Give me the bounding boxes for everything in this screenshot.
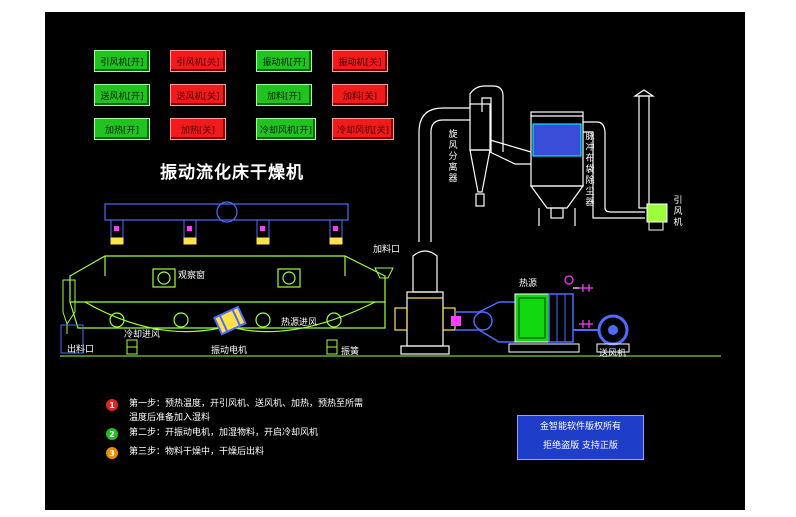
step-2-badge: 2: [106, 428, 118, 440]
dryer-springs: [126, 339, 338, 355]
hot-air-duct: [455, 301, 515, 343]
supply-fan-off-button[interactable]: 送风机[关]: [170, 84, 226, 106]
cooling-fan-off-button[interactable]: 冷却风机[关]: [332, 118, 394, 140]
dryer-exhaust-ports: [110, 219, 343, 245]
heat-exchanger-column: [394, 250, 456, 355]
feed-inlet-label: 加料口: [373, 245, 401, 255]
vibration-motor-off-button[interactable]: 振动机[关]: [332, 50, 388, 72]
step-1-text: 第一步：预热温度，开引风机、送风机、加热，预热至所需 温度后准备加入湿料: [129, 399, 364, 423]
dryer-top-beam: [104, 201, 349, 223]
hot-air-inlet-label: 热源进风: [281, 318, 318, 328]
copyright-line-2: 拒绝盗版 支持正版: [543, 441, 618, 451]
exhaust-fan-label: 引风机: [673, 196, 683, 228]
vibration-motor: [212, 305, 247, 336]
supply-fan: [573, 314, 630, 353]
exhaust-fan: [646, 203, 668, 231]
exhaust-stack: [633, 89, 655, 209]
step-3-text: 第三步：物料干燥中，干燥后出料: [129, 447, 265, 457]
damper-valve: [451, 316, 461, 326]
cooling-air-inlet-label: 冷却进风: [124, 330, 161, 340]
feed-on-button[interactable]: 加料[开]: [256, 84, 312, 106]
discharge-outlet-label: 出料口: [67, 345, 95, 355]
cyclone-separator-label: 旋风分离器: [448, 130, 458, 184]
vibration-motor-on-button[interactable]: 振动机[开]: [256, 50, 312, 72]
equipment-diagram: [60, 85, 721, 357]
pulse-bag-filter: [529, 111, 645, 226]
spring-label: 振簧: [341, 347, 360, 357]
supply-fan-on-button[interactable]: 送风机[开]: [94, 84, 150, 106]
supply-fan-label: 送风机: [599, 349, 627, 359]
copyright-box: 金智能软件版权所有 拒绝盗版 支持正版: [517, 415, 644, 460]
page-title: 振动流化床干燥机: [160, 163, 304, 183]
feed-hopper: [374, 267, 394, 279]
step-3-badge: 3: [106, 447, 118, 459]
step-1-badge: 1: [106, 399, 118, 411]
step-2-text: 第二步：开振动电机，加湿物料，开启冷却风机: [129, 428, 319, 438]
cyclone-separator: [469, 103, 532, 207]
discharge-chute: [62, 279, 76, 334]
heat-on-button[interactable]: 加热[开]: [94, 118, 150, 140]
steam-valves: [564, 275, 593, 328]
pulse-bag-filter-label: 脉冲布袋除尘器: [585, 132, 595, 208]
exhaust-fan-off-button[interactable]: 引风机[关]: [170, 50, 226, 72]
copyright-line-1: 金智能软件版权所有: [539, 422, 621, 432]
heat-source-label: 热源: [519, 279, 538, 289]
heat-source: [508, 293, 580, 353]
exhaust-fan-on-button[interactable]: 引风机[开]: [94, 50, 150, 72]
discharge-bin: [60, 324, 84, 354]
hmi-screen: 引风机[开] 引风机[关] 振动机[开] 振动机[关] 送风机[开] 送风机[关…: [45, 12, 745, 510]
air-duct: [418, 85, 504, 242]
vibration-motor-label: 振动电机: [211, 346, 248, 356]
observation-window-label: 观察窗: [178, 271, 206, 281]
cooling-fan-on-button[interactable]: 冷却风机[开]: [256, 118, 316, 140]
heat-off-button[interactable]: 加热[关]: [170, 118, 226, 140]
feed-off-button[interactable]: 加料[关]: [332, 84, 388, 106]
